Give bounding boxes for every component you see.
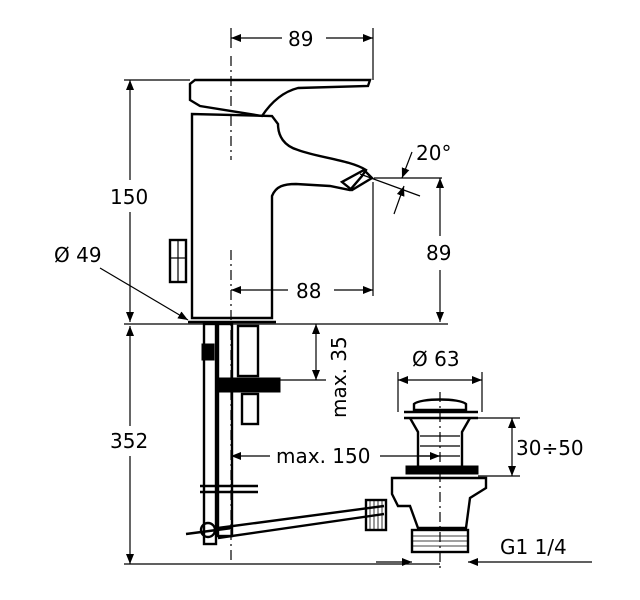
dim-popup-diameter: Ø 63 xyxy=(412,347,460,371)
faucet-body xyxy=(168,78,374,324)
popup-plug xyxy=(412,398,468,412)
body-outline xyxy=(190,112,368,320)
dim-spout-height: 89 xyxy=(426,241,451,265)
lever-handle xyxy=(188,78,372,118)
dim-deck-thickness: max. 35 xyxy=(327,336,351,418)
dim-waste-thread: G1 1/4 xyxy=(500,535,567,559)
dim-body-diameter: Ø 49 xyxy=(54,243,102,267)
dim-spout-reach-top: 89 xyxy=(288,27,313,51)
dim-waste-distance: max. 150 xyxy=(276,444,370,468)
dim-spout-reach: 88 xyxy=(296,279,321,303)
waste-assembly xyxy=(390,398,488,554)
mounting-parts xyxy=(185,322,388,546)
dim-spout-angle: 20° xyxy=(416,141,451,165)
dim-total-height: 150 xyxy=(110,185,148,209)
dim-below-deck-height: 352 xyxy=(110,429,148,453)
dim-waste-adjust: 30÷50 xyxy=(516,436,584,460)
